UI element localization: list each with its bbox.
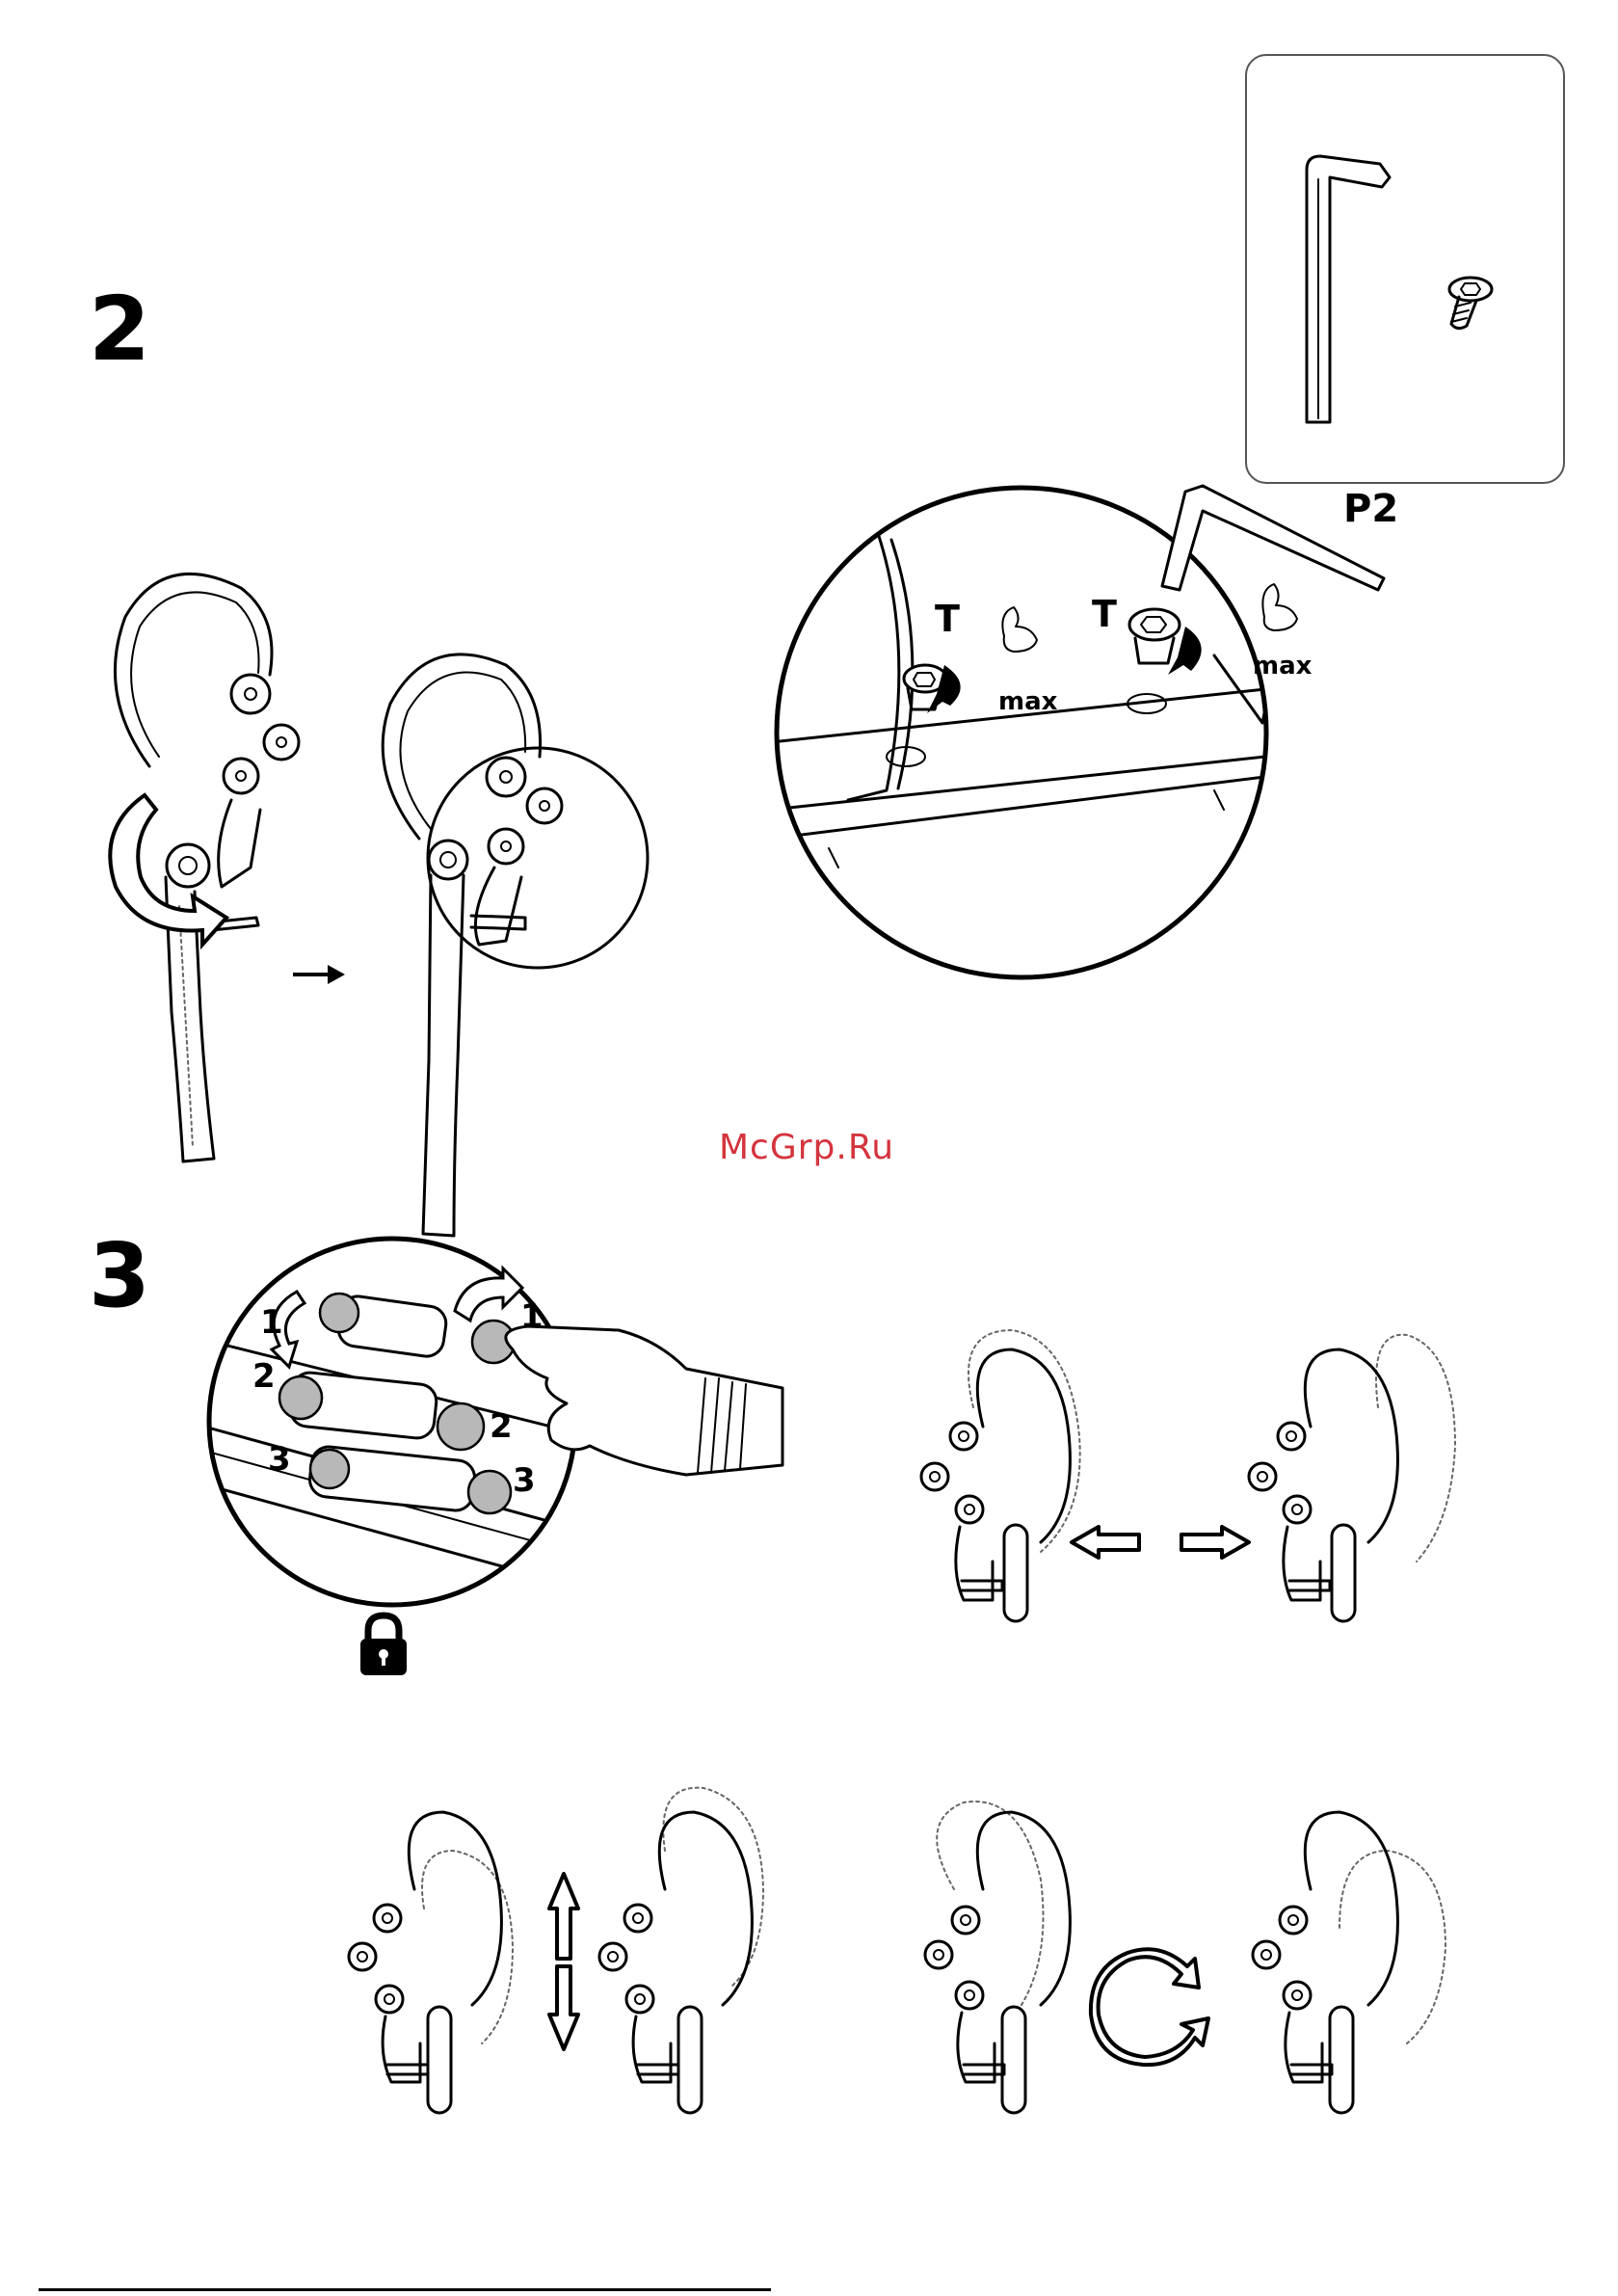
part-label: P2 [1343, 487, 1398, 531]
footer-divider [39, 2288, 771, 2291]
earhook-adjust-right-1 [1224, 1321, 1455, 1629]
earhook-adjust-right-2 [578, 1793, 809, 2121]
step-2-number: 2 [89, 285, 150, 374]
sequence-label-1-left: 1 [260, 1303, 283, 1342]
earhook-adjust-right-3 [1224, 1793, 1455, 2121]
torque-label-left: T [935, 598, 960, 640]
allen-key-icon [1247, 56, 1563, 482]
earhook-adjust-left-1 [896, 1321, 1108, 1629]
earhook-adjust-left-2 [328, 1793, 559, 2121]
torque-label-right: T [1092, 593, 1117, 635]
tightening-detail-circle [204, 1234, 821, 1677]
max-label-right: max [1253, 652, 1312, 681]
screw-icon [1129, 609, 1180, 663]
screw-detail-circle [771, 482, 1311, 983]
max-label-left: max [998, 687, 1057, 716]
padlock-icon [355, 1612, 412, 1679]
sequence-label-3-left: 3 [268, 1440, 291, 1479]
screw-icon [1432, 268, 1509, 345]
sequence-label-2-left: 2 [252, 1357, 276, 1396]
arrow-right-icon [291, 960, 349, 989]
watermark: McGrp.Ru [719, 1128, 894, 1167]
parts-box [1245, 54, 1565, 484]
sequence-label-2-right: 2 [490, 1407, 513, 1446]
sequence-label-3-right: 3 [513, 1461, 536, 1500]
earhook-before-illustration [87, 559, 414, 1292]
sequence-label-1-right: 1 [520, 1297, 544, 1336]
rotate-icon [1089, 1945, 1214, 2070]
